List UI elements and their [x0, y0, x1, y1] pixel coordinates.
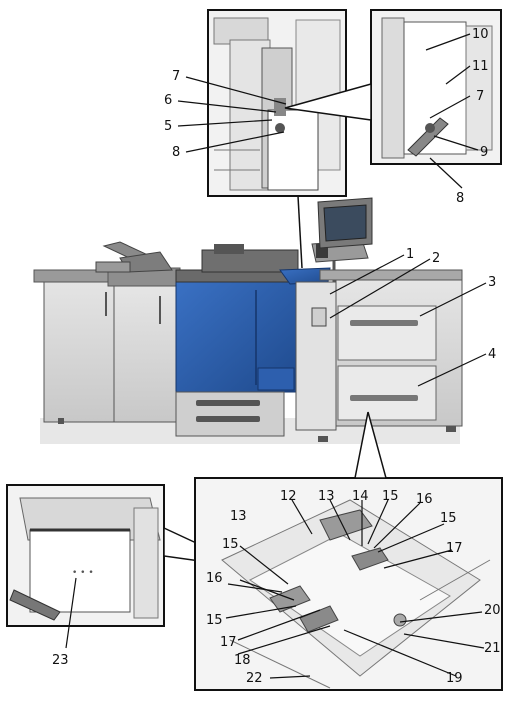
- leader-lines: [65, 33, 487, 679]
- callout-21: 21: [484, 641, 501, 656]
- callout-11: 11: [472, 59, 489, 74]
- callout-3: 3: [488, 275, 496, 290]
- callout-7: 7: [172, 69, 180, 84]
- callout-13b: 13: [230, 509, 247, 524]
- copier-machine: [33, 197, 463, 444]
- callout-15: 15: [382, 489, 399, 504]
- callout-15d: 15: [206, 613, 223, 628]
- callout-16: 16: [416, 492, 433, 507]
- detail-inset-bottom-right: [194, 477, 503, 691]
- callout-9: 9: [480, 145, 488, 160]
- callout-14: 14: [352, 489, 369, 504]
- callout-5: 5: [164, 119, 172, 134]
- callout-8: 8: [172, 145, 180, 160]
- callout-labels: 7 6 5 8 10 11 7 9 8 1 2 3 4 12 13 14 15 …: [52, 27, 501, 686]
- callout-17b: 17: [220, 635, 237, 650]
- callout-2: 2: [432, 251, 440, 266]
- callout-7b: 7: [476, 89, 484, 104]
- svg-text:• • •: • • •: [72, 568, 94, 578]
- callout-15c: 15: [222, 537, 239, 552]
- callout-8b: 8: [456, 191, 464, 206]
- callout-1: 1: [406, 247, 414, 262]
- callout-18: 18: [234, 653, 251, 668]
- callout-4: 4: [488, 347, 496, 362]
- detail-inset-top-left: [207, 9, 347, 197]
- detail-inset-top-right: [370, 9, 502, 165]
- callout-15b: 15: [440, 511, 457, 526]
- callout-22: 22: [246, 671, 263, 686]
- callout-10: 10: [472, 27, 489, 42]
- callout-23: 23: [52, 653, 69, 668]
- inset-connector: [284, 83, 372, 121]
- connector-to-bottom-inset: [354, 411, 387, 479]
- callout-16b: 16: [206, 571, 223, 586]
- callout-6: 6: [164, 93, 172, 108]
- callout-19: 19: [446, 671, 463, 686]
- callout-20: 20: [484, 603, 501, 618]
- callout-12: 12: [280, 489, 297, 504]
- connector-to-top-inset: [297, 195, 303, 269]
- callout-17: 17: [446, 541, 463, 556]
- detail-inset-bottom-left: • • •: [6, 484, 165, 627]
- callout-13: 13: [318, 489, 335, 504]
